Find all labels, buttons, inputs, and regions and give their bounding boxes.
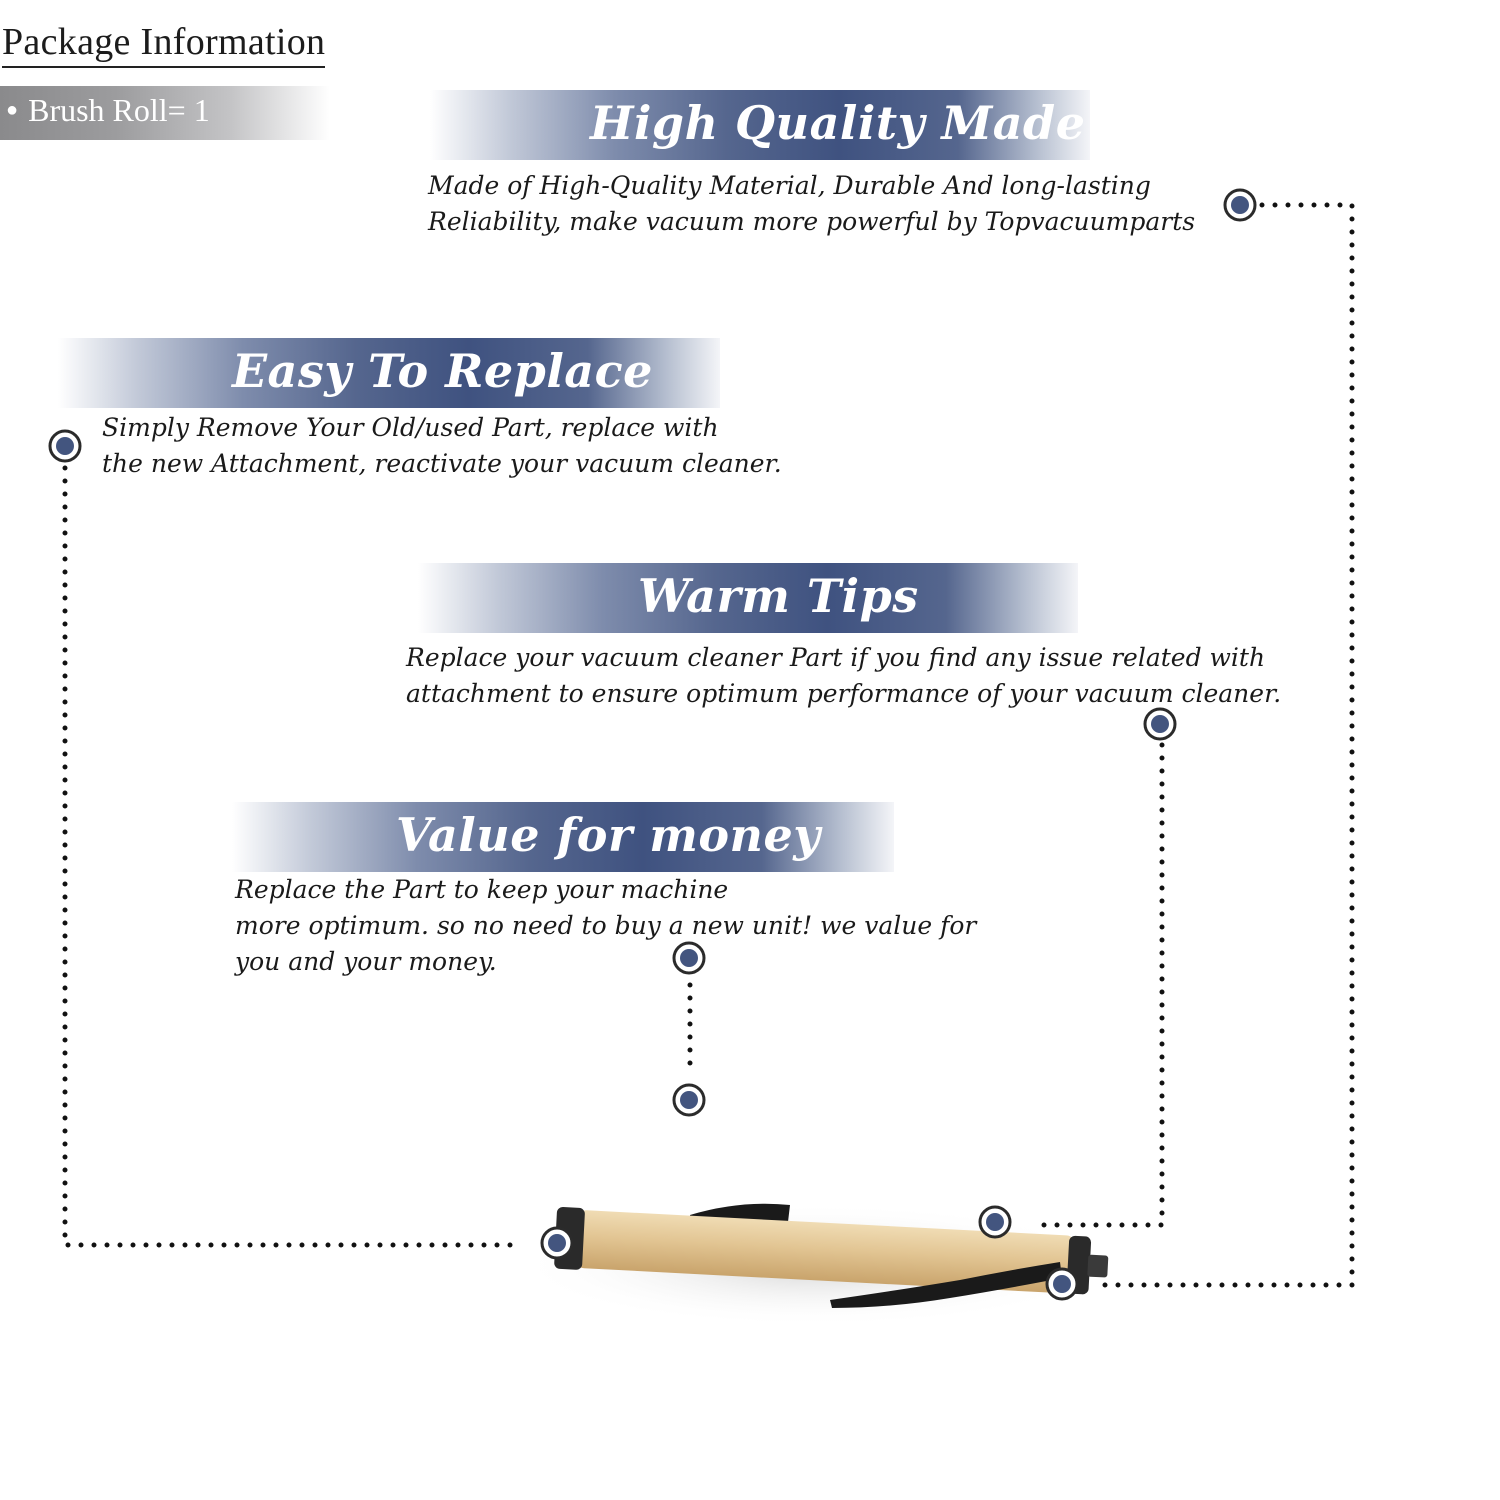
feature-description-easy-replace: Simply Remove Your Old/used Part, replac… — [102, 410, 782, 482]
feature-description-warm-tips: Replace your vacuum cleaner Part if you … — [406, 640, 1281, 712]
feature-description-line: you and your money. — [235, 947, 497, 976]
feature-description-line: more optimum. so no need to buy a new un… — [235, 911, 977, 940]
feature-title: Easy To Replace — [232, 344, 653, 398]
feature-description-high-quality: Made of High-Quality Material, Durable A… — [428, 168, 1195, 240]
feature-title: Warm Tips — [638, 569, 919, 623]
feature-description-line: Simply Remove Your Old/used Part, replac… — [102, 413, 719, 442]
feature-description-line: Made of High-Quality Material, Durable A… — [428, 171, 1151, 200]
feature-banner-warm-tips: Warm Tips — [418, 563, 1078, 633]
feature-description-value-money: Replace the Part to keep your machine mo… — [235, 872, 976, 980]
feature-banner-easy-replace: Easy To Replace — [58, 338, 720, 408]
feature-title: Value for money — [396, 808, 821, 862]
target-marker-icon — [978, 1205, 1012, 1239]
target-marker-icon — [672, 1083, 706, 1117]
feature-description-line: Replace the Part to keep your machine — [235, 875, 729, 904]
target-marker-icon — [672, 941, 706, 975]
connector-line-easy-replace — [62, 465, 518, 1248]
brush-roll-image — [515, 1203, 1115, 1327]
connector-line-high-quality — [1097, 202, 1355, 1288]
target-marker-icon — [48, 429, 82, 463]
feature-description-line: Reliability, make vacuum more powerful b… — [428, 207, 1196, 236]
target-marker-icon — [1045, 1267, 1079, 1301]
connector-line-warm-tips — [1037, 742, 1165, 1228]
feature-description-line: attachment to ensure optimum performance… — [406, 679, 1282, 708]
package-item-badge: ● Brush Roll= 1 — [0, 86, 330, 140]
target-marker-icon — [1223, 188, 1257, 222]
feature-banner-high-quality: High Quality Made — [430, 90, 1090, 160]
feature-title: High Quality Made — [590, 96, 1086, 150]
feature-description-line: the new Attachment, reactivate your vacu… — [102, 449, 782, 478]
target-marker-icon — [1143, 707, 1177, 741]
feature-banner-value-money: Value for money — [232, 802, 894, 872]
package-item-label: Brush Roll= 1 — [28, 92, 210, 128]
bullet-dot-icon: ● — [6, 99, 19, 121]
target-marker-icon — [540, 1226, 574, 1260]
package-information-title: Package Information — [2, 21, 326, 68]
feature-description-line: Replace your vacuum cleaner Part if you … — [406, 643, 1266, 672]
